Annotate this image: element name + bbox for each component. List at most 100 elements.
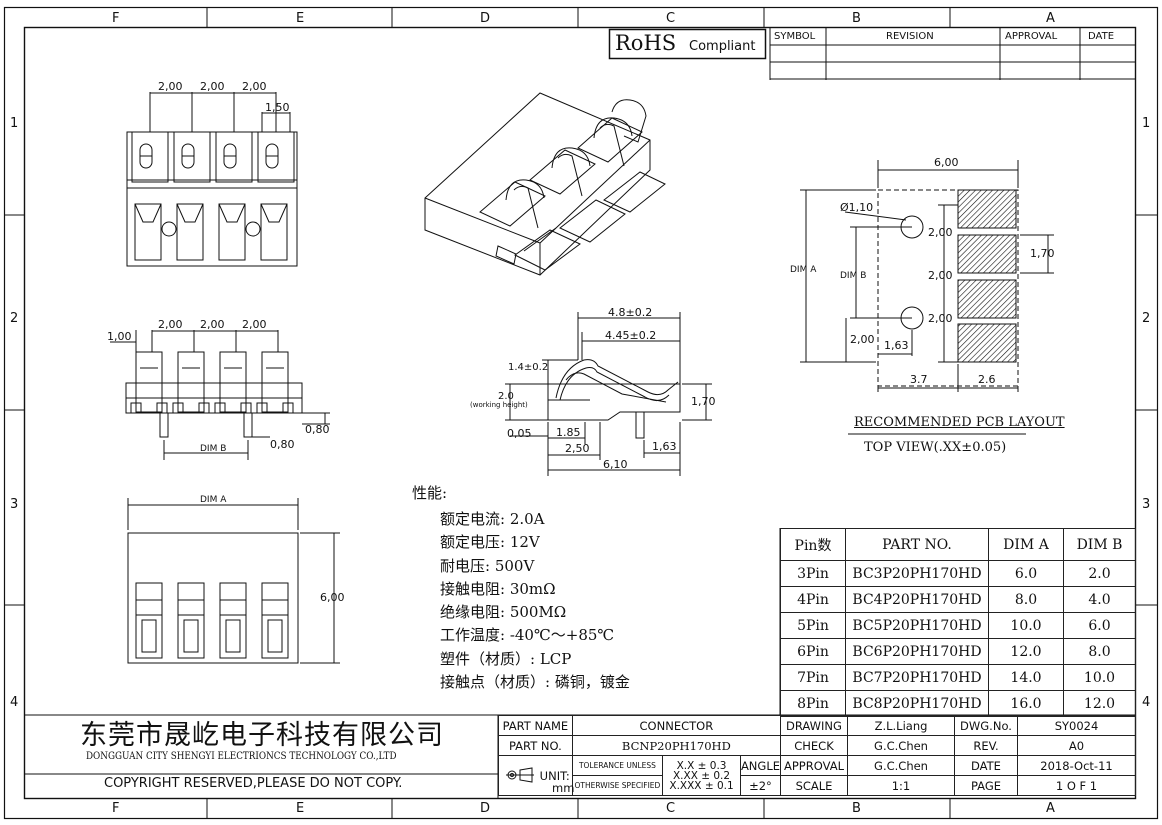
dim-profile-14: 1.4±0.2 [508,362,549,373]
col-label-f-bottom: F [112,801,120,816]
table-cell: 10.0 [988,612,1064,639]
spec-item: 耐电压: 500V [440,556,535,575]
dim-side-h2: 0,80 [270,438,295,451]
col-label-c: C [666,11,676,26]
col-label-a: A [1046,11,1055,26]
spec-item: 接触电阻: 30mΩ [440,579,556,598]
rev-header-revision: REVISION [886,31,934,42]
row-label-3: 3 [10,497,19,512]
dim-pcb-dima: DIM A [790,265,817,275]
angle-value: ±2° [739,775,782,796]
company-name-en: DONGGUAN CITY SHENGYI ELECTRIONCS TECHNO… [86,751,397,762]
dim-profile-610: 6,10 [603,458,628,471]
drawing-label: DRAWING [780,715,848,736]
dim-pcb-hole: Ø1,10 [840,201,874,214]
part-table-header-partno: PART NO. [845,528,989,561]
copyright-notice: COPYRIGHT RESERVED,PLEASE DO NOT COPY. [104,776,403,791]
pcb-layout-subtitle: TOP VIEW(.XX±0.05) [864,440,1007,455]
dim-side-left: 1,00 [107,330,132,343]
dim-side-h1: 0,80 [305,423,330,436]
table-row: 7Pin BC7P20PH170HD 14.0 10.0 [780,664,1136,691]
check-value: G.C.Chen [847,735,955,756]
part-no-label: PART NO. [498,735,573,756]
table-row: 8Pin BC8P20PH170HD 16.0 12.0 [780,690,1136,717]
table-cell: 16.0 [988,690,1064,717]
date-label: DATE [954,755,1018,776]
dim-side-pitch-1: 2,00 [158,318,183,331]
table-row: 6Pin BC6P20PH170HD 12.0 8.0 [780,638,1136,665]
spec-item: 工作温度: -40℃～+85℃ [440,626,615,645]
part-table-header-dima: DIM A [988,528,1064,561]
table-cell: 12.0 [1063,690,1136,717]
table-cell: 12.0 [988,638,1064,665]
spec-item: 塑件（材质）: LCP [440,649,572,668]
table-cell: 8.0 [988,586,1064,613]
part-table-header-dimb: DIM B [1063,528,1136,561]
dim-pcb-600: 6,00 [934,156,959,169]
rev-value: A0 [1017,735,1136,756]
angle-label: ANGLE [739,755,782,776]
dim-top-pitch-3: 2,00 [242,80,267,93]
dim-pcb-200-b: 2,00 [928,269,953,282]
table-cell: 4.0 [1063,586,1136,613]
part-name-value: CONNECTOR [571,715,782,736]
specs-list: 额定电流: 2.0A 额定电压: 12V 耐电压: 500V 接触电阻: 30m… [440,508,630,694]
col-label-e: E [296,11,305,26]
dim-top-width: 1,50 [265,101,290,114]
dim-pcb-200-a: 2,00 [928,226,953,239]
tolerance-values: X.X ± 0.3 X.XX ± 0.2 X.XXX ± 0.1 [662,755,741,796]
spec-item: 绝缘电阻: 500MΩ [440,603,567,622]
table-cell: 3Pin [780,560,846,587]
rev-label: REV. [954,735,1018,756]
table-cell: 4Pin [780,586,846,613]
scale-label: SCALE [780,775,848,796]
date-value: 2018-Oct-11 [1017,755,1136,776]
dim-profile-445: 4.45±0.2 [605,329,657,342]
table-cell: BC7P20PH170HD [845,664,989,691]
rohs-title: RoHS [615,31,677,55]
table-cell: 2.0 [1063,560,1136,587]
approval-value: G.C.Chen [847,755,955,776]
dim-pcb-200-c: 2,00 [928,312,953,325]
row-label-4-right: 4 [1142,695,1151,710]
table-cell: 8.0 [1063,638,1136,665]
pcb-layout-title: RECOMMENDED PCB LAYOUT [854,415,1065,430]
table-cell: 6Pin [780,638,846,665]
dim-profile-170: 1,70 [691,395,716,408]
title-block-right: DRAWING Z.L.Liang DWG.No. SY0024 CHECK G… [780,715,1136,796]
tolerance-x: X.X ± 0.3 [676,759,727,772]
unit-label: UNIT: [498,755,573,796]
table-row: 4Pin BC4P20PH170HD 8.0 4.0 [780,586,1136,613]
row-label-3-right: 3 [1142,497,1151,512]
rev-header-date: DATE [1088,31,1115,42]
tolerance-line-1: TOLERANCE UNLESS [571,755,664,776]
table-cell: 7Pin [780,664,846,691]
rev-header-approval: APPROVAL [1005,31,1058,42]
part-table-header-pins: Pin数 [780,528,846,561]
table-cell: BC3P20PH170HD [845,560,989,587]
dwg-no-value: SY0024 [1017,715,1136,736]
col-label-d-bottom: D [480,801,491,816]
table-cell: BC4P20PH170HD [845,586,989,613]
spec-item: 接触点（材质）: 磷铜，镀金 [440,673,630,692]
dim-top-pitch-1: 2,00 [158,80,183,93]
dim-pcb-163: 1,63 [884,339,909,352]
table-cell: BC8P20PH170HD [845,690,989,717]
col-label-f: F [112,11,120,26]
approval-label: APPROVAL [780,755,848,776]
dim-profile-163: 1,63 [652,440,677,453]
row-label-1-right: 1 [1142,116,1151,131]
table-cell: 6.0 [988,560,1064,587]
dim-pcb-37: 3.7 [910,373,928,386]
table-cell: 5Pin [780,612,846,639]
company-name-cn: 东莞市晟屹电子科技有限公司 [80,720,444,751]
dim-side-pitch-2: 2,00 [200,318,225,331]
row-label-2: 2 [10,311,19,326]
tolerance-xx: X.XX ± 0.2 [672,769,731,782]
col-label-d: D [480,11,491,26]
table-row: 5Pin BC5P20PH170HD 10.0 6.0 [780,612,1136,639]
part-table-header: Pin数 PART NO. DIM A DIM B [780,528,1136,561]
col-label-e-bottom: E [296,801,305,816]
dim-front-dima: DIM A [200,495,227,505]
